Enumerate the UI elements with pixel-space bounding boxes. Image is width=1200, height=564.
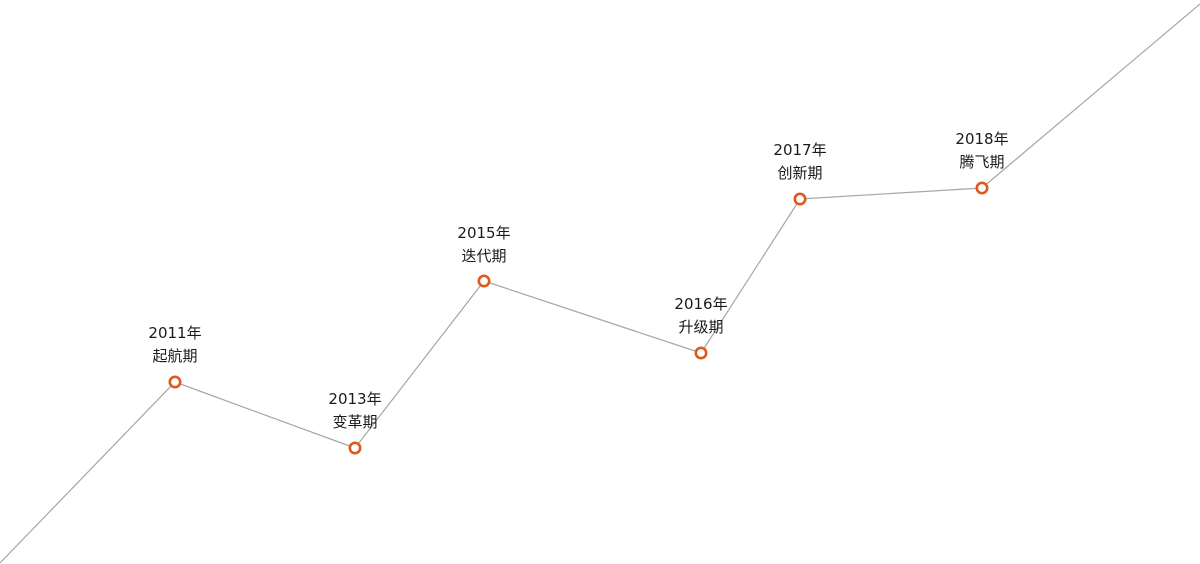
milestone-phase: 变革期 bbox=[332, 413, 378, 431]
milestone-year: 2016年 bbox=[674, 295, 728, 313]
milestone-marker-2013 bbox=[348, 441, 362, 455]
milestone-label-2015: 2015年 迭代期 bbox=[424, 222, 544, 268]
milestone-phase: 迭代期 bbox=[461, 247, 507, 265]
milestone-year: 2013年 bbox=[328, 390, 382, 408]
milestone-year: 2011年 bbox=[148, 324, 202, 342]
milestone-phase: 创新期 bbox=[777, 164, 823, 182]
milestone-marker-2011 bbox=[168, 375, 182, 389]
milestone-markers bbox=[168, 181, 989, 455]
milestone-phase: 升级期 bbox=[678, 318, 724, 336]
milestone-marker-2015 bbox=[477, 274, 491, 288]
timeline-path bbox=[0, 3, 1200, 564]
milestone-marker-2017 bbox=[793, 192, 807, 206]
milestone-label-2016: 2016年 升级期 bbox=[641, 293, 761, 339]
milestone-marker-2016 bbox=[694, 346, 708, 360]
milestone-year: 2018年 bbox=[955, 130, 1009, 148]
milestone-phase: 起航期 bbox=[152, 347, 198, 365]
milestone-label-2011: 2011年 起航期 bbox=[115, 322, 235, 368]
milestone-year: 2017年 bbox=[773, 141, 827, 159]
milestone-label-2018: 2018年 腾飞期 bbox=[922, 128, 1042, 174]
milestone-year: 2015年 bbox=[457, 224, 511, 242]
milestone-label-2013: 2013年 变革期 bbox=[295, 388, 415, 434]
milestone-marker-2018 bbox=[975, 181, 989, 195]
milestone-phase: 腾飞期 bbox=[959, 153, 1005, 171]
milestone-label-2017: 2017年 创新期 bbox=[740, 139, 860, 185]
